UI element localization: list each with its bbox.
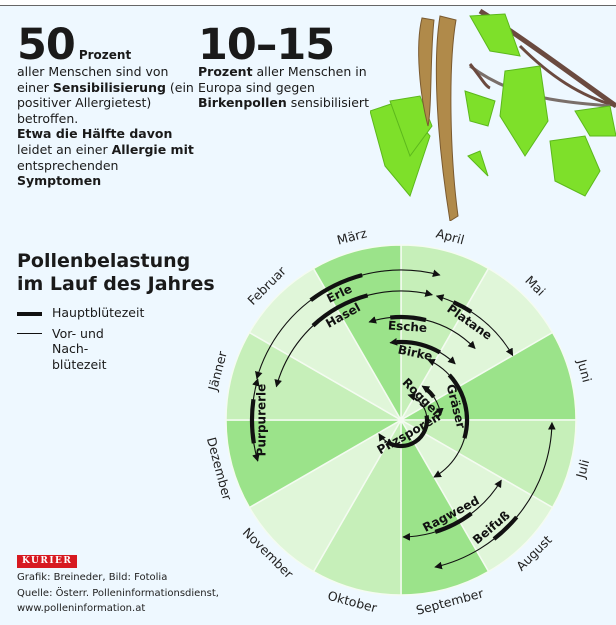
stat-text-run: (ein positiver Allergietest) betroffen. — [17, 79, 194, 126]
stat-number-suffix: Prozent — [78, 48, 132, 62]
secondary-bloom-line — [435, 294, 514, 357]
stat-text-run: Etwa die Hälfte davon — [17, 126, 173, 142]
legend-secondary: Vor- und Nach-blütezeit — [17, 326, 144, 373]
legend-main: Hauptblütezeit — [17, 305, 144, 321]
stat-text-run: Allergie mit — [111, 141, 194, 157]
pollen-label: Purpurerle — [255, 384, 269, 457]
month-label: Juni — [574, 357, 595, 384]
main-bloom-line — [425, 387, 436, 399]
main-bloom-line — [386, 415, 430, 449]
stat-text-run: leidet an einer — [17, 141, 112, 157]
stat-birch: 10–15 Prozent aller Menschen in Europa s… — [198, 24, 378, 111]
stat-text-run: Symptomen — [17, 173, 102, 189]
stat-text-run: Birkenpollen — [198, 95, 287, 111]
stat-text-run: entsprechenden — [17, 157, 119, 173]
month-wedge-oktober — [312, 417, 402, 596]
pollen-arc-purpurerle: Purpurerle — [249, 378, 269, 462]
legend: Hauptblütezeit Vor- und Nach-blütezeit — [17, 305, 144, 377]
main-bloom-line — [390, 314, 427, 323]
source-url: www.polleninformation.at — [17, 603, 146, 614]
main-bloom-line — [452, 300, 473, 314]
month-label: Mai — [522, 273, 548, 299]
month-label: Juli — [573, 458, 593, 481]
credits: KURIER Grafik: Breineder, Bild: Fotolia … — [17, 553, 219, 617]
stat-text-run: sensibilisiert — [286, 95, 369, 111]
month-wedges — [225, 244, 577, 596]
legend-main-label: Hauptblütezeit — [52, 305, 145, 320]
chart-title-line1: Pollenbelastung — [17, 250, 191, 272]
month-wedge-november — [248, 417, 404, 573]
pollen-arc-esche: Esche — [368, 314, 476, 350]
chart-title: Pollenbelastung im Lauf des Jahres — [17, 250, 215, 296]
month-label: Jänner — [205, 349, 230, 393]
thick-line-swatch — [17, 312, 42, 316]
chart-title-line2: im Lauf des Jahres — [17, 273, 215, 295]
credit-line: Grafik: Breineder, Bild: Fotolia — [17, 572, 168, 583]
stat-number: 50 — [17, 20, 76, 70]
stat-text-run: Prozent — [198, 64, 253, 79]
month-wedge-dezember — [225, 419, 404, 509]
stat-text: aller Menschen sind von einer Sensibilis… — [17, 64, 197, 189]
top-border — [0, 0, 616, 6]
secondary-bloom-line — [434, 421, 556, 570]
month-label: März — [335, 225, 368, 247]
stat-text-run: aller Menschen in Europa sind gegen — [198, 64, 367, 95]
legend-secondary-label: Vor- und Nach-blütezeit — [52, 325, 107, 372]
main-bloom-line — [396, 339, 442, 355]
stat-text: Prozent aller Menschen in Europa sind ge… — [198, 64, 378, 111]
stat-number: 10–15 — [198, 20, 335, 70]
month-wedge-juni — [398, 331, 577, 421]
source-line: Quelle: Österr. Polleninformationsdienst… — [17, 587, 219, 599]
pollen-label: Esche — [388, 318, 428, 335]
stat-text-run: Sensibilisierung — [52, 79, 166, 95]
main-bloom-line — [311, 293, 369, 328]
main-bloom-line — [434, 511, 473, 534]
kurier-logo: KURIER — [17, 555, 78, 568]
month-label: April — [434, 226, 465, 248]
secondary-bloom-line — [421, 385, 444, 416]
thin-line-swatch — [17, 332, 42, 334]
birch-branch-photo — [370, 8, 616, 221]
main-bloom-line — [249, 398, 256, 444]
stat-text-run: aller Menschen sind von einer — [17, 64, 169, 95]
